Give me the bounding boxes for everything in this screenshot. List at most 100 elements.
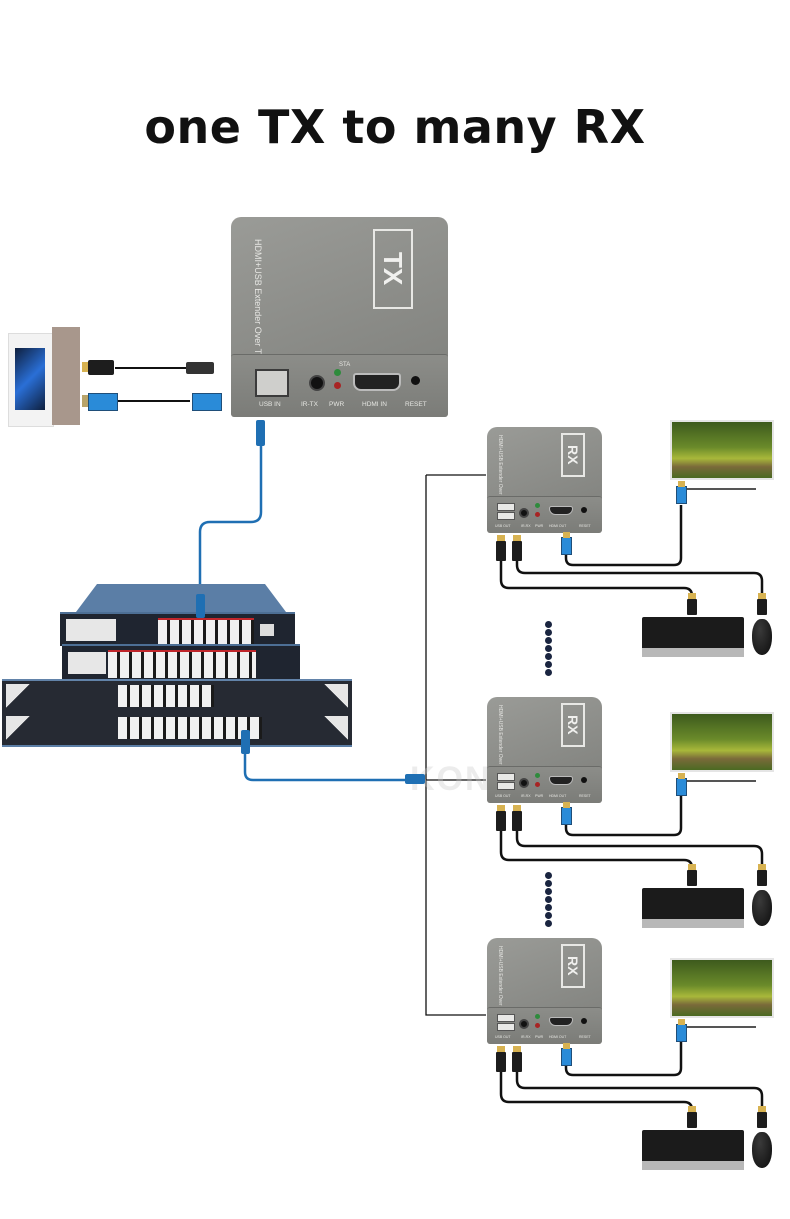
- switch-1-uplink: [260, 624, 274, 636]
- rx-usb-out-port[interactable]: [497, 1023, 515, 1031]
- rx3-mouse-wire: [515, 1070, 764, 1115]
- rx-port-label-reset: RESET: [579, 794, 591, 798]
- usb-plug-icon: [687, 593, 697, 615]
- switch-4-ports: [118, 717, 262, 739]
- rx-reset-button[interactable]: [581, 1018, 587, 1024]
- rx-port-label-hdmi: HDMI OUT: [549, 524, 567, 528]
- switch-1-front: [60, 612, 295, 646]
- ellipsis-dot: [545, 645, 552, 652]
- tx-port-label-pwr: PWR: [329, 401, 345, 408]
- keyboard: [642, 1130, 744, 1170]
- rx2-mouse-wire: [515, 830, 764, 875]
- monitor-screen: [670, 420, 774, 480]
- hdmi-plug-icon: [192, 393, 222, 411]
- pc-side-panel: [8, 333, 54, 427]
- ellipsis-dot: [545, 880, 552, 887]
- tx-hdmi-in-port[interactable]: [353, 373, 401, 391]
- switch-3-ports: [118, 685, 214, 707]
- rx3-hdmi-wire: [564, 1040, 683, 1077]
- switch-3-bracket-right: [324, 684, 348, 708]
- rx-ir-port[interactable]: [519, 508, 529, 518]
- monitor-screen: [670, 958, 774, 1018]
- hdmi-plug-icon: [88, 393, 118, 411]
- rx-port-label-pwr: PWR: [535, 524, 544, 528]
- network-switch-stack: [0, 582, 360, 747]
- rx-pwr-led: [535, 512, 540, 517]
- rx2-hdmi-wire: [564, 790, 683, 837]
- monitor-stand: [686, 1026, 756, 1028]
- rx-reset-button[interactable]: [581, 777, 587, 783]
- hdmi-plug-tip-icon: [82, 395, 88, 407]
- usb-plug-icon: [687, 1106, 697, 1128]
- tx-port-label-usb: USB IN: [259, 401, 281, 408]
- tx-usb-in-port[interactable]: [255, 369, 289, 397]
- keyboard: [642, 617, 744, 657]
- rx1-hdmi-wire: [564, 505, 683, 567]
- hdmi-plug-icon: [561, 532, 572, 555]
- rx-sta-led: [535, 773, 540, 778]
- rx-reset-button[interactable]: [581, 507, 587, 513]
- usb-plug-icon: [88, 360, 114, 375]
- switch-1-top: [76, 584, 286, 612]
- ellipsis-dot: [545, 653, 552, 660]
- rx-port-label-ir: IR-RX: [521, 794, 531, 798]
- rx-side-label: HDMI+USB Extender Over TCP/IP: [497, 705, 503, 783]
- usb-plug-icon: [757, 593, 767, 615]
- ellipsis-dot: [545, 896, 552, 903]
- rx-logo: RX: [561, 433, 585, 477]
- ellipsis-dot: [545, 904, 552, 911]
- rx-logo: RX: [561, 703, 585, 747]
- monitor-screen: [670, 712, 774, 772]
- tx-ir-port[interactable]: [309, 375, 325, 391]
- rx-usb-out-port[interactable]: [497, 512, 515, 520]
- ellipsis-dot: [545, 912, 552, 919]
- hdmi-plug-icon: [676, 481, 687, 504]
- rx-pwr-led: [535, 782, 540, 787]
- rx-extender: HDMI+USB Extender Over TCP/IP RX USB OUT…: [487, 427, 602, 533]
- ellipsis-dot: [545, 920, 552, 927]
- switch-2-ports: [108, 650, 256, 678]
- rj45-plug-icon: [196, 594, 205, 618]
- rx-hdmi-out-port[interactable]: [549, 506, 573, 515]
- tx-logo-text: TX: [378, 252, 408, 286]
- pc-window: [15, 348, 45, 410]
- hdmi-plug-icon: [561, 1043, 572, 1066]
- usb-plug-icon: [757, 1106, 767, 1128]
- tx-sta-led: [334, 369, 341, 376]
- mouse: [752, 1132, 772, 1168]
- tx-front-panel: STA USB IN IR-TX PWR HDMI IN RESET: [231, 354, 448, 417]
- switch-2-front: [62, 644, 300, 680]
- rx-usb-out-port[interactable]: [497, 503, 515, 511]
- rx-port-label-reset: RESET: [579, 1035, 591, 1039]
- monitor-stand: [686, 780, 756, 782]
- rx-hdmi-out-port[interactable]: [549, 776, 573, 785]
- hdmi-plug-icon: [676, 773, 687, 796]
- usb-plug-icon: [687, 864, 697, 886]
- rx-ir-port[interactable]: [519, 778, 529, 788]
- usb-plug-icon: [496, 1046, 506, 1072]
- rj45-plug-icon: [241, 730, 250, 754]
- ellipsis-dot: [545, 661, 552, 668]
- rx-port-label-reset: RESET: [579, 524, 591, 528]
- rj45-plug-icon: [405, 774, 425, 784]
- rx-usb-out-port[interactable]: [497, 1014, 515, 1022]
- ellipsis-dot: [545, 888, 552, 895]
- rx-usb-out-port[interactable]: [497, 782, 515, 790]
- tx-side-label: HDMI+USB Extender Over TCP/IP: [253, 239, 263, 378]
- rx3-kbd-wire: [499, 1070, 694, 1115]
- tx-port-label-reset: RESET: [405, 401, 427, 408]
- rx-port-label-usb: USB OUT: [495, 1035, 511, 1039]
- hdmi-plug-icon: [561, 802, 572, 825]
- rx-extender: HDMI+USB Extender Over TCP/IP RX USB OUT…: [487, 697, 602, 803]
- tx-reset-button[interactable]: [411, 376, 420, 385]
- monitor-stand: [686, 488, 756, 490]
- rx-port-label-usb: USB OUT: [495, 794, 511, 798]
- tx-port-label-hdmi: HDMI IN: [362, 401, 387, 408]
- tx-port-label-ir: IR-TX: [301, 401, 318, 408]
- usb-b-plug-icon: [186, 362, 214, 374]
- switch-4-bracket-right: [324, 716, 348, 740]
- rx-hdmi-out-port[interactable]: [549, 1017, 573, 1026]
- rx-ir-port[interactable]: [519, 1019, 529, 1029]
- rx-usb-out-port[interactable]: [497, 773, 515, 781]
